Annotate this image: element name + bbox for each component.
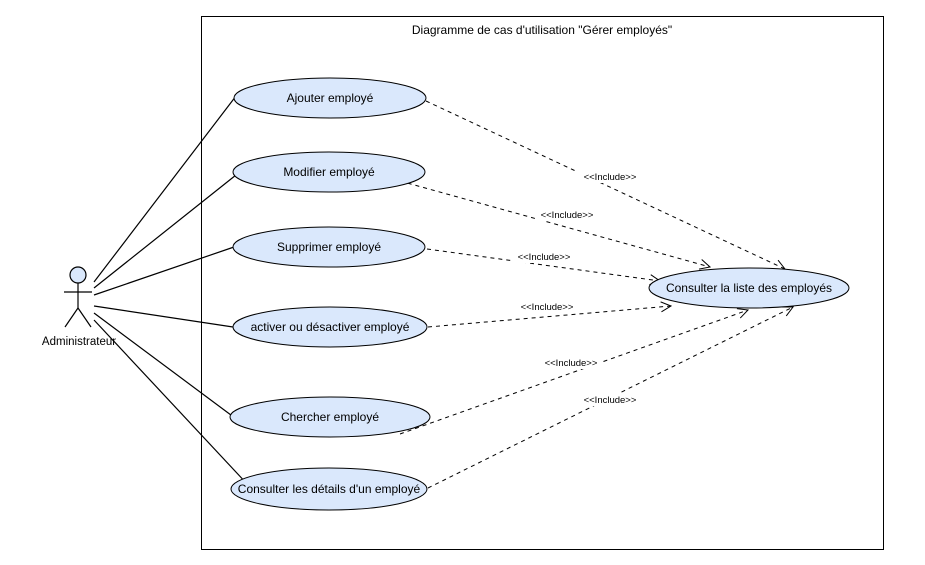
use-case-label: Supprimer employé [277,240,381,254]
include-arrow-modifier [399,180,710,267]
include-labels: <<Include>> <<Include>> <<Include>> <<In… [512,170,642,406]
association-supprimer [93,246,235,296]
actor-administrateur[interactable] [64,266,92,328]
actor-left-leg [64,307,79,328]
use-case-supprimer[interactable]: Supprimer employé [232,226,426,268]
actor-head [69,266,87,284]
association-activer [93,305,234,328]
include-label-modifier: <<Include>> [541,210,594,221]
use-case-label: Chercher employé [281,410,379,424]
include-label-chercher: <<Include>> [545,358,598,369]
actor-label: Administrateur [42,336,116,348]
use-case-label: Modifier employé [283,165,375,179]
include-label-activer: <<Include>> [521,302,574,313]
associations [93,95,250,487]
actor-right-leg [77,307,92,328]
include-arrow-ajouter [425,100,785,269]
association-modifier [93,174,237,289]
include-arrow-activer [427,306,671,328]
use-case-details[interactable]: Consulter les détails d'un employé [230,467,428,511]
use-case-activer[interactable]: activer ou désactiver employé [232,306,428,348]
include-label-details: <<Include>> [584,395,637,406]
use-case-chercher[interactable]: Chercher employé [229,396,431,438]
system-title: Diagramme de cas d'utilisation "Gérer em… [412,23,672,37]
association-details [93,319,250,487]
use-case-label: Consulter les détails d'un employé [238,482,421,496]
include-arrow-chercher [399,310,748,435]
use-case-label: Consulter la liste des employés [666,281,832,295]
use-case-ajouter[interactable]: Ajouter employé [233,77,427,119]
include-arrow-supprimer [426,248,660,281]
use-case-consulter-liste[interactable]: Consulter la liste des employés [648,267,850,309]
include-label-ajouter: <<Include>> [584,172,637,183]
include-label-supprimer: <<Include>> [518,252,571,263]
association-chercher [93,312,244,425]
use-case-label: activer ou désactiver employé [251,320,410,334]
association-ajouter [93,95,237,283]
use-case-modifier[interactable]: Modifier employé [232,151,426,193]
use-case-label: Ajouter employé [287,91,374,105]
